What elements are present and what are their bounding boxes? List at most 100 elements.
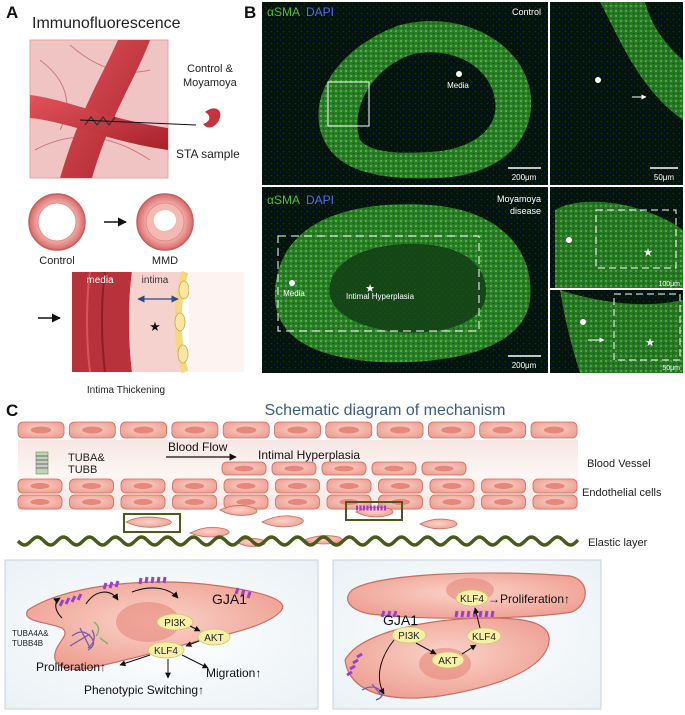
cell-nucleus: [492, 426, 513, 434]
cell-nucleus: [81, 498, 102, 506]
intimal-hyperplasia-c-label: Intimal Hyperplasia: [258, 448, 360, 462]
cell-nucleus: [184, 498, 205, 506]
cell-nucleus: [234, 465, 254, 472]
tubulin-label-1: TUBA&: [68, 452, 105, 464]
elastic-layer-label: Elastic layer: [588, 537, 648, 549]
elastic-layer-wave: [16, 535, 580, 547]
cell-nucleus: [184, 482, 205, 490]
sta-sample-icon: [203, 108, 221, 128]
left-klf4-node: [147, 641, 185, 659]
control-stain-green: αSMA: [267, 5, 300, 19]
hyperplasia-cells: [221, 461, 467, 476]
left-gja1-channels: [58, 576, 252, 607]
sample-label-2: Moyamoya: [183, 77, 238, 89]
cell-nucleus: [287, 426, 308, 434]
endothelial-label: Endothelial cells: [582, 487, 662, 499]
right-akt-label: AKT: [438, 656, 457, 667]
media-label: media: [86, 275, 114, 286]
sample-label-1: Control &: [187, 63, 234, 75]
control-scale-label: 200μm: [512, 173, 537, 182]
cell-nucleus: [543, 426, 565, 434]
right-klf4-b-label: KLF4: [472, 632, 496, 643]
top-cell-row: [17, 421, 578, 439]
left-klf4-label: KLF4: [154, 646, 178, 657]
cell-nucleus: [30, 426, 52, 434]
cell-nucleus: [287, 482, 308, 490]
disease-star-icon: ★: [365, 283, 375, 295]
cell-nucleus: [389, 426, 411, 434]
cell-nucleus: [236, 482, 256, 490]
cell-nucleus: [390, 482, 411, 490]
schematic-title: Schematic diagram of mechanism: [265, 402, 506, 419]
left-pi3k-label: PI3K: [164, 618, 186, 629]
right-proliferation-label: →Proliferation↑: [488, 592, 570, 606]
disease-scale-label: 200μm: [512, 361, 537, 370]
mmd-lumen: [153, 210, 177, 231]
wall-section: [72, 270, 244, 373]
right-klf4-a-node: [455, 589, 489, 607]
left-tubulin-cluster: [69, 621, 109, 651]
right-klf4-a-label: KLF4: [460, 594, 484, 605]
disease-label-1: Moyamoya: [497, 194, 541, 204]
blood-vessel-label: Blood Vessel: [587, 458, 651, 470]
endothelial-rows: [17, 478, 578, 510]
cell-nucleus: [284, 465, 304, 472]
right-gja1-label: GJA1: [383, 612, 418, 628]
left-akt-node: [197, 628, 231, 646]
control-media-label: Media: [447, 81, 469, 90]
svg-text:★: ★: [645, 337, 655, 349]
star-icon: ★: [149, 319, 161, 334]
cell-nucleus: [339, 482, 359, 490]
left-pi3k-node: [156, 613, 194, 631]
disease-zoom-box: [277, 235, 480, 332]
cell-nucleus: [30, 498, 50, 506]
cell-nucleus: [334, 465, 354, 472]
left-proliferation-label: Proliferation↑: [36, 660, 106, 674]
control-stain-blue: DAPI: [306, 5, 334, 19]
panel-b-letter: B: [244, 3, 256, 22]
left-phenotypic-label: Phenotypic Switching↑: [84, 683, 204, 697]
sta-sample-label: STA sample: [176, 147, 240, 161]
cell-nucleus: [442, 482, 462, 490]
intima-thickening-caption: Intima Thickening: [87, 385, 165, 396]
cell-nucleus: [545, 498, 565, 506]
right-pi3k-node: [391, 626, 427, 644]
mmd-label: MMD: [152, 255, 178, 267]
cell-nucleus: [434, 465, 454, 472]
vessel-illustration: [29, 39, 197, 179]
pointer-line: [79, 119, 197, 126]
cell-nucleus: [442, 498, 462, 506]
left-tuba-label-1: TUBA4A&: [12, 629, 49, 638]
left-tuba-label-2: TUBB4B: [12, 639, 43, 648]
bottom-zoom-scale: 50μm: [662, 365, 680, 372]
right-klf4-b-node: [466, 627, 502, 645]
cell-nucleus: [133, 482, 153, 490]
cell-nucleus: [493, 482, 514, 490]
control-zoom-box: [327, 81, 370, 127]
cell-nucleus: [338, 426, 359, 434]
intima-label: intima: [142, 275, 169, 286]
blood-flow-label: Blood Flow: [168, 440, 228, 454]
cell-nucleus: [30, 482, 50, 490]
intimal-hyperplasia-label: Intimal Hyperplasia: [346, 292, 415, 301]
cell-nucleus: [82, 426, 103, 434]
disease-media-label: Media: [283, 289, 305, 298]
cell-nucleus: [133, 498, 153, 506]
panel-c: C Schematic diagram of mechanism TUBA& T…: [4, 401, 662, 710]
right-akt-node: [431, 651, 465, 669]
highlight-box-left: [123, 513, 181, 533]
disease-label-2: disease: [510, 206, 541, 216]
artery-main: [60, 40, 150, 178]
panel-c-letter: C: [6, 401, 18, 420]
disease-stain-blue: DAPI: [306, 193, 334, 207]
control-lumen: [37, 202, 77, 242]
cell-nucleus: [441, 426, 462, 434]
tubulin-label-2: TUBB: [68, 464, 97, 476]
cell-nucleus: [287, 498, 308, 506]
cell-nucleus: [384, 465, 404, 472]
left-gja1-label: GJA1: [212, 591, 247, 607]
panel-a-letter: A: [6, 3, 18, 22]
left-akt-label: AKT: [204, 633, 223, 644]
cell-nucleus: [236, 498, 256, 506]
cell-nucleus: [184, 426, 206, 434]
